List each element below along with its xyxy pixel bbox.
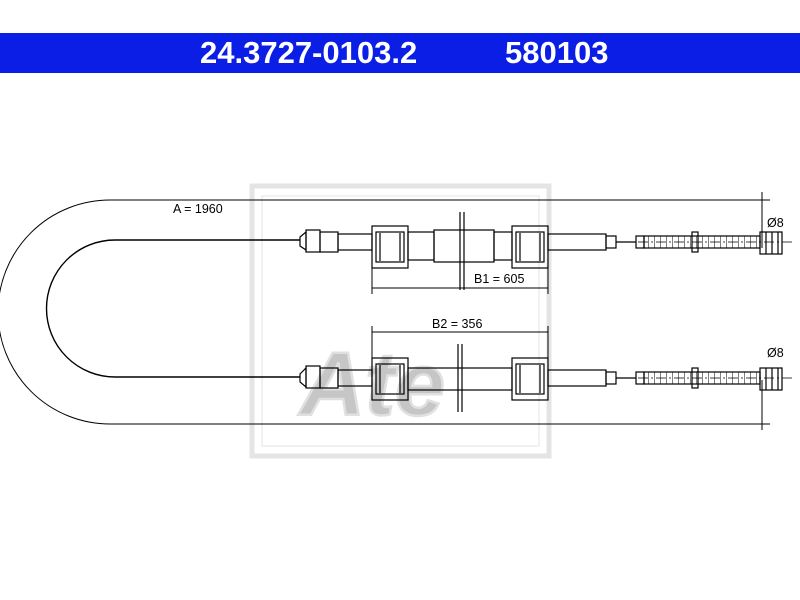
- dimension-a-envelope: [0, 199, 770, 425]
- dimension-b1: [371, 268, 549, 294]
- title-bar: 24.3727-0103.2 580103: [0, 33, 800, 73]
- dimension-b1-label: B1 = 605: [474, 272, 524, 286]
- diameter-label-bottom: Ø8: [767, 346, 784, 360]
- dimension-b2-label: B2 = 356: [432, 317, 482, 331]
- dimension-a-label: A = 1960: [173, 202, 223, 216]
- dimension-b2: [371, 326, 549, 358]
- cable-loop: [45, 239, 300, 378]
- reference-number: 580103: [505, 35, 609, 70]
- part-number: 24.3727-0103.2: [200, 35, 418, 70]
- diameter-label-top: Ø8: [767, 216, 784, 230]
